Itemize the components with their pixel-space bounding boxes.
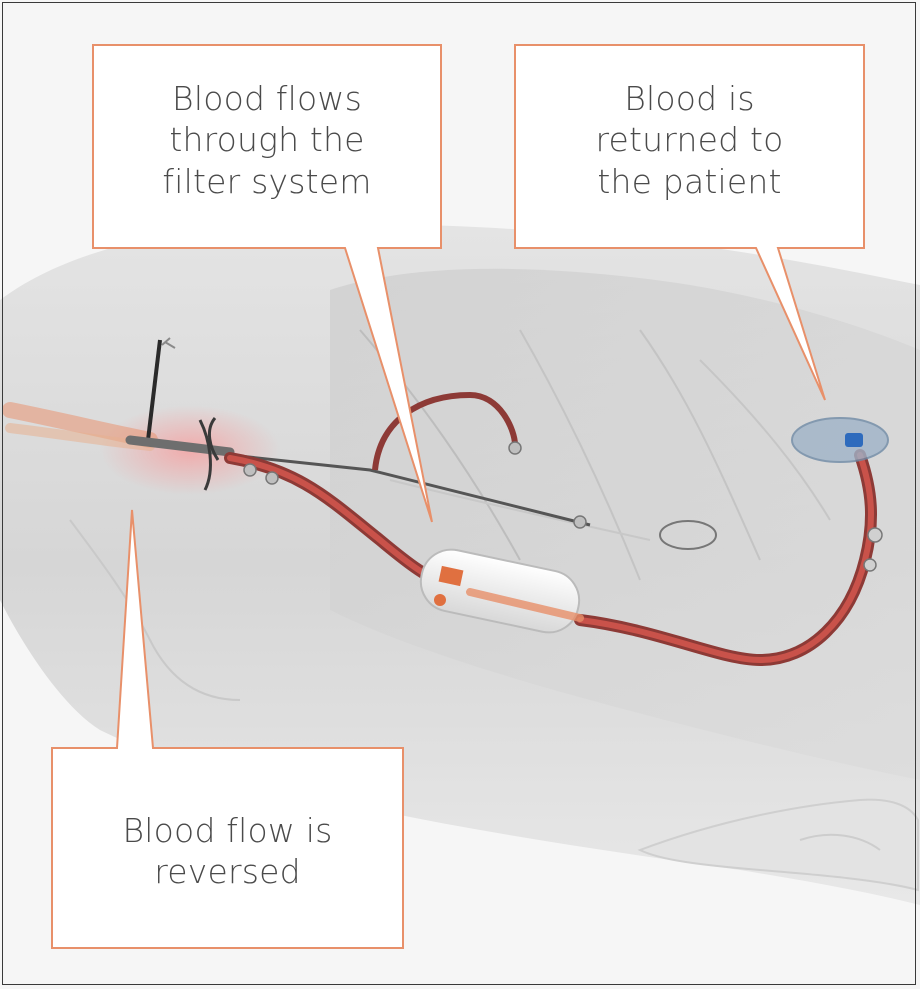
- callout-returned-text: Blood is returned to the patient: [515, 78, 864, 202]
- return-port-icon: [792, 418, 888, 462]
- callout-reversed-line-1: Blood flow is: [52, 810, 403, 851]
- callout-returned-line-3: the patient: [515, 161, 864, 202]
- callout-filter-text: Blood flows through the filter system: [93, 78, 441, 202]
- callout-returned-line-2: returned to: [515, 119, 864, 160]
- callout-reversed-line-2: reversed: [52, 851, 403, 892]
- callout-filter-line-1: Blood flows: [93, 78, 441, 119]
- callout-filter-line-2: through the: [93, 119, 441, 160]
- callout-returned-line-1: Blood is: [515, 78, 864, 119]
- callout-filter-line-3: filter system: [93, 161, 441, 202]
- callout-reversed-text: Blood flow is reversed: [52, 810, 403, 893]
